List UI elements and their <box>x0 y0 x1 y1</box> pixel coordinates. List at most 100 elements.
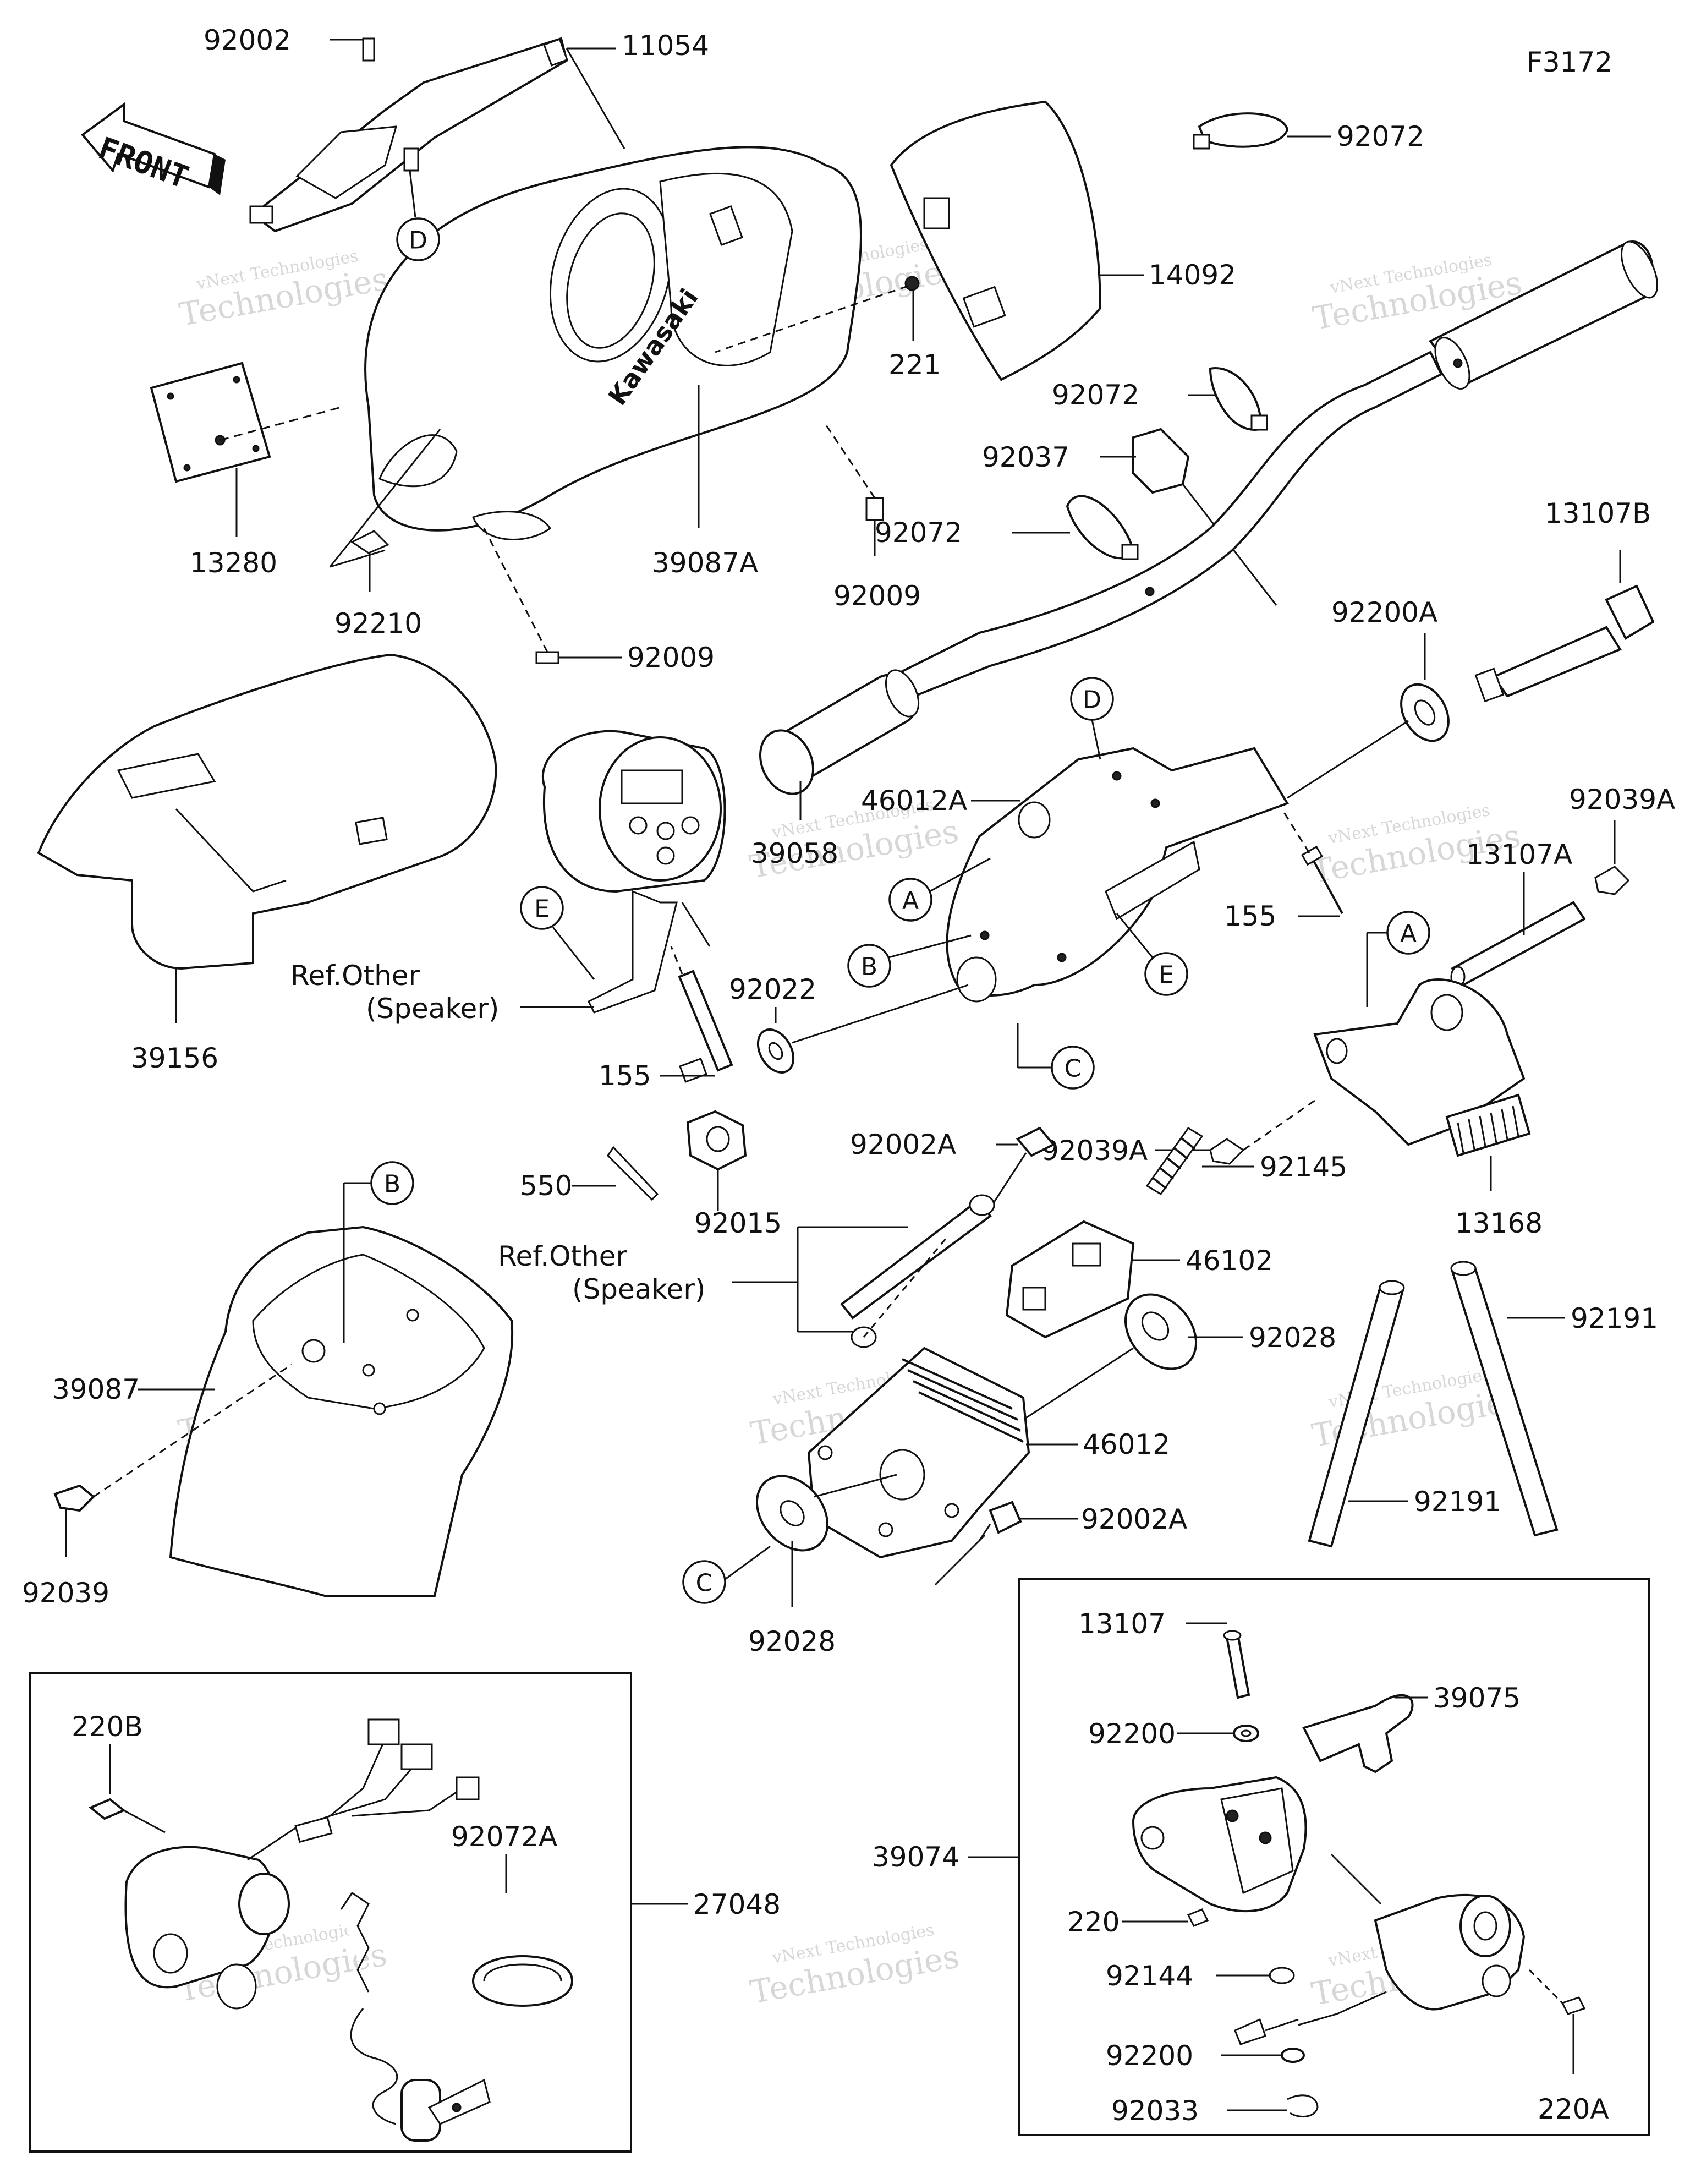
label-155-right: 155 <box>1224 900 1276 932</box>
label-13107: 13107 <box>1078 1608 1166 1640</box>
label-92072-low: 92072 <box>875 517 962 549</box>
svg-text:C: C <box>1065 1055 1082 1083</box>
ref-note-2-line2: (Speaker) <box>572 1273 705 1305</box>
bolt-92002A-upper-drawing <box>989 1126 1056 1208</box>
cover-39156-drawing <box>37 653 497 970</box>
washer-92200A-drawing <box>1287 683 1450 799</box>
pin-550-drawing <box>607 1146 659 1201</box>
callout-E-right: E <box>1116 913 1188 996</box>
svg-text:D: D <box>1083 686 1101 714</box>
label-39058: 39058 <box>751 838 838 869</box>
label-13107A: 13107A <box>1466 839 1572 871</box>
svg-text:E: E <box>1159 961 1174 989</box>
lever-13168-drawing <box>1313 978 1531 1157</box>
bracket-11054-drawing <box>249 37 568 233</box>
label-92009-lower: 92009 <box>627 642 715 674</box>
cover-14092-drawing <box>890 100 1102 381</box>
label-39075: 39075 <box>1433 1682 1521 1714</box>
bolt-13107B-drawing <box>1474 584 1655 703</box>
label-13168: 13168 <box>1455 1207 1543 1239</box>
svg-text:D: D <box>409 227 427 255</box>
plate-13280-drawing <box>150 362 342 483</box>
label-27048: 27048 <box>693 1889 781 1920</box>
cable-tie-92072-mid-drawing <box>1209 367 1268 431</box>
callout-C-low: C <box>682 1545 771 1604</box>
label-92072A: 92072A <box>451 1821 557 1853</box>
label-92072-mid: 92072 <box>1052 379 1139 411</box>
screw-92009-upper-drawing <box>824 423 884 556</box>
label-92200-upper: 92200 <box>1088 1718 1176 1750</box>
label-13280: 13280 <box>190 547 277 579</box>
washer-92022-drawing <box>756 984 969 1074</box>
label-92002: 92002 <box>204 24 291 56</box>
box-27048 <box>29 1672 632 2153</box>
label-92037: 92037 <box>982 441 1069 473</box>
screw-221-drawing <box>715 276 920 353</box>
handlebar-cover-39087A-drawing: Kawasaki <box>364 146 862 540</box>
label-92145: 92145 <box>1260 1151 1347 1183</box>
label-155-left: 155 <box>599 1060 651 1092</box>
switch-46102-drawing <box>1005 1220 1135 1339</box>
label-220A: 220A <box>1538 2093 1609 2125</box>
callout-B-left: B <box>847 934 972 988</box>
label-92039A-lower: 92039A <box>1041 1135 1148 1167</box>
callout-A-left: A <box>888 857 991 922</box>
screw-92009-lower-drawing <box>483 528 622 664</box>
cable-tie-92072-low-drawing <box>1066 495 1139 560</box>
cover-39087-drawing <box>169 1225 514 1597</box>
label-92191-right: 92191 <box>1571 1302 1658 1334</box>
label-92015: 92015 <box>694 1207 782 1239</box>
callout-A-right: A <box>1366 911 1430 1007</box>
label-46012: 46012 <box>1083 1428 1170 1460</box>
label-92002A-upper: 92002A <box>850 1129 956 1161</box>
speaker-assembly-drawing <box>541 730 726 1014</box>
clip-92037-drawing <box>1132 428 1277 606</box>
label-92039: 92039 <box>22 1577 109 1609</box>
label-13107B: 13107B <box>1545 497 1651 529</box>
handlebar-drawing <box>759 240 1658 795</box>
label-11054: 11054 <box>622 30 709 62</box>
callout-C-mid: C <box>1017 1023 1095 1090</box>
label-92191-left: 92191 <box>1414 1486 1501 1518</box>
rod-92191-drawing <box>1308 1261 1559 1548</box>
svg-text:B: B <box>861 953 877 981</box>
label-220B: 220B <box>72 1711 143 1743</box>
svg-text:A: A <box>902 887 919 915</box>
label-92210: 92210 <box>334 607 422 639</box>
rivet-92039-drawing <box>53 1364 292 1512</box>
ref-note-1-line1: Ref.Other <box>290 960 420 992</box>
callout-E-left: E <box>520 886 595 980</box>
label-46012A: 46012A <box>861 785 967 817</box>
label-221: 221 <box>888 349 941 381</box>
washer-92028-upper-drawing <box>1023 1293 1198 1421</box>
label-92002A-lower: 92002A <box>1081 1503 1187 1535</box>
callout-B-low: B <box>343 1161 414 1343</box>
speaker-strap-drawing <box>840 1194 995 1348</box>
label-92200A: 92200A <box>1331 596 1437 628</box>
label-39074: 39074 <box>872 1841 959 1873</box>
label-14092: 14092 <box>1149 259 1236 291</box>
label-92039A-upper: 92039A <box>1569 784 1675 815</box>
label-39156: 39156 <box>131 1042 218 1074</box>
rivet-92039A-upper-drawing <box>1594 866 1630 895</box>
label-46102: 46102 <box>1186 1245 1273 1277</box>
washer-92028-lower-drawing <box>755 1474 897 1552</box>
callout-D-top: D <box>396 170 440 261</box>
label-92072-top: 92072 <box>1337 121 1424 152</box>
label-92200-lower: 92200 <box>1106 2040 1193 2072</box>
figure-id: F3172 <box>1527 46 1612 78</box>
rivet-92039A-lower-drawing <box>1209 1099 1315 1165</box>
label-92033: 92033 <box>1111 2095 1199 2127</box>
label-92028-upper: 92028 <box>1249 1322 1336 1354</box>
bolt-92002A-lower-drawing <box>934 1501 1022 1586</box>
label-92022: 92022 <box>729 973 816 1005</box>
label-550: 550 <box>520 1170 572 1202</box>
switch-assembly-39074-drawing <box>1132 1630 1586 2118</box>
label-92028-lower: 92028 <box>748 1625 836 1657</box>
nut-92015-drawing <box>686 1110 747 1171</box>
cable-tie-92072-top-drawing <box>1193 112 1289 150</box>
svg-text:A: A <box>1400 920 1417 948</box>
label-39087: 39087 <box>52 1373 140 1405</box>
bolt-155-right-drawing <box>1281 808 1343 914</box>
